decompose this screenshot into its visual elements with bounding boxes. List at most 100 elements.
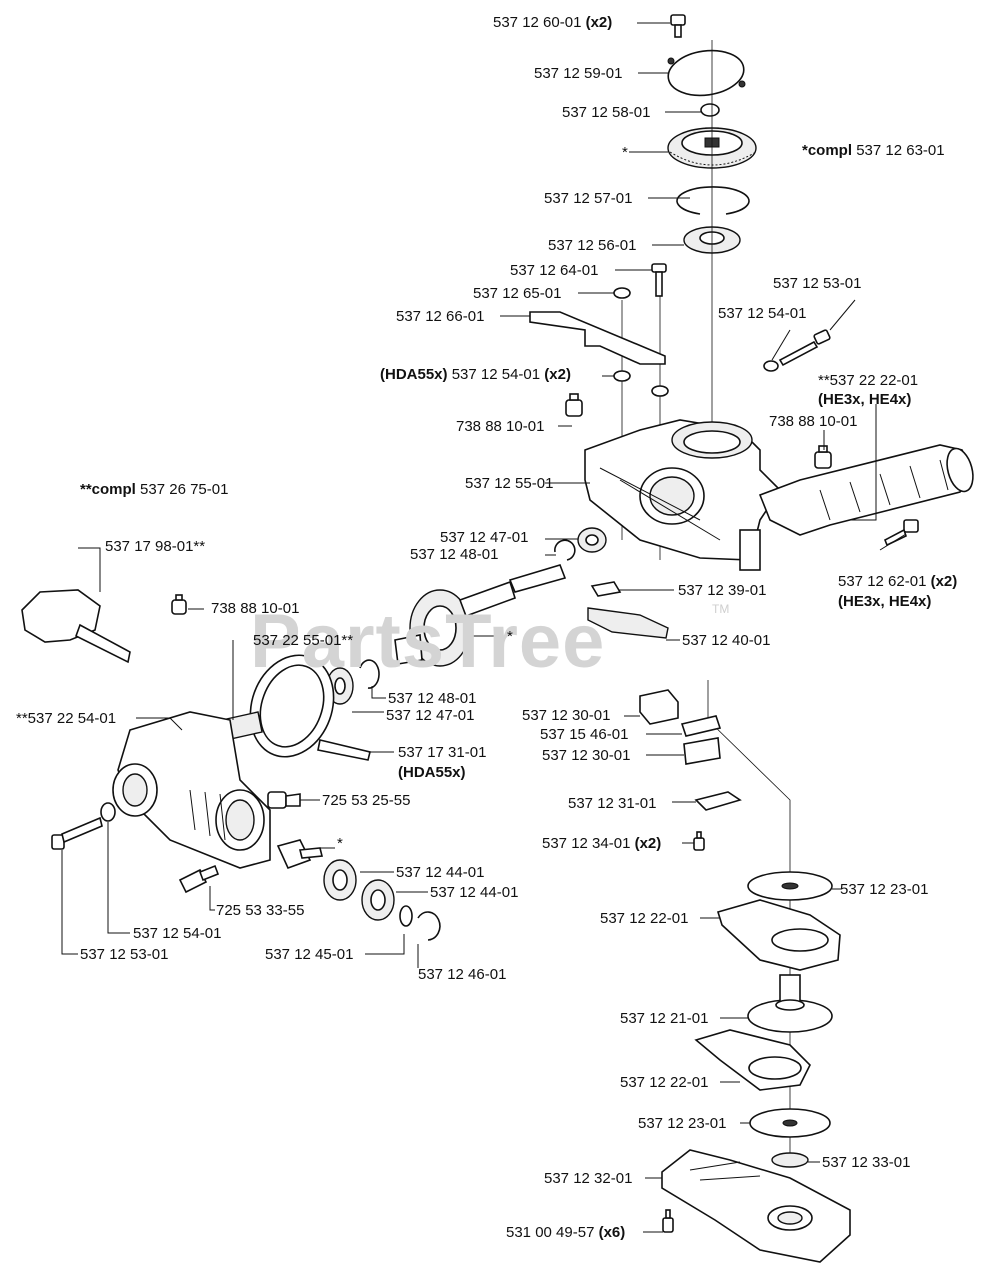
part-label-537-12-48-01-a: 537 12 48-01 bbox=[410, 546, 499, 563]
clamp-knob bbox=[21, 589, 131, 664]
washer-hda bbox=[613, 370, 631, 382]
part-label-he3x-he4x-bolt: (HE3x, HE4x) bbox=[838, 593, 932, 610]
part-label-537-17-31-01: 537 17 31-01 bbox=[398, 744, 487, 761]
part-label-537-12-48-01-b: 537 12 48-01 bbox=[388, 690, 477, 707]
grease-nipple-3 bbox=[171, 594, 187, 615]
part-label-he3x-he4x-handle: (HE3x, HE4x) bbox=[818, 391, 912, 408]
eccentric-22-bottom bbox=[694, 1029, 811, 1091]
part-label-537-12-66-01: 537 12 66-01 bbox=[396, 308, 485, 325]
part-label-537-12-22-01-b: 537 12 22-01 bbox=[620, 1074, 709, 1091]
part-label-537-12-56-01: 537 12 56-01 bbox=[548, 237, 637, 254]
pinion-shaft bbox=[276, 839, 324, 870]
handle-grip bbox=[758, 444, 974, 536]
part-label-537-12-44-01-a: 537 12 44-01 bbox=[396, 864, 485, 881]
washer-small bbox=[700, 103, 720, 117]
part-label-537-12-62-01: 537 12 62-01 (x2) bbox=[838, 573, 958, 590]
part-label-537-12-53-01-left: 537 12 53-01 bbox=[80, 946, 169, 963]
part-label-compl-537-26-75-01: **compl 537 26 75-01 bbox=[80, 481, 229, 498]
part-label-asterisk-gear: * bbox=[622, 144, 628, 161]
part-label-hda55x-537-12-54-01: (HDA55x) 537 12 54-01 (x2) bbox=[380, 366, 571, 383]
crank-21 bbox=[747, 974, 833, 1033]
part-label-537-12-65-01: 537 12 65-01 bbox=[473, 285, 562, 302]
part-label-537-12-23-01-b: 537 12 23-01 bbox=[638, 1115, 727, 1132]
part-label-725-53-25-55: 725 53 25-55 bbox=[322, 792, 411, 809]
part-label-537-12-32-01: 537 12 32-01 bbox=[544, 1170, 633, 1187]
watermark: PartsTree bbox=[250, 599, 606, 684]
part-label-537-22-54-01: **537 22 54-01 bbox=[16, 710, 117, 727]
bolt-33-55 bbox=[178, 864, 220, 894]
cover-screw bbox=[670, 14, 686, 38]
part-label-537-12-31-01: 537 12 31-01 bbox=[568, 795, 657, 812]
bolt-62 bbox=[883, 519, 919, 547]
washer-65 bbox=[613, 287, 631, 299]
part-label-537-22-55-01: 537 22 55-01** bbox=[253, 632, 354, 649]
grease-nipple-1 bbox=[565, 393, 583, 417]
spacer-46 bbox=[680, 715, 722, 737]
bolt-53-left bbox=[51, 816, 103, 850]
eccentric-22-top bbox=[716, 899, 841, 971]
bolt-25-55 bbox=[267, 791, 301, 809]
part-label-537-12-54-01: 537 12 54-01 bbox=[718, 305, 807, 322]
part-label-537-12-40-01: 537 12 40-01 bbox=[682, 632, 771, 649]
bevel-gear-shaft bbox=[394, 564, 567, 667]
part-label-537-12-45-01: 537 12 45-01 bbox=[265, 946, 354, 963]
watermark-tm: TM bbox=[712, 602, 730, 616]
part-label-537-12-58-01: 537 12 58-01 bbox=[562, 104, 651, 121]
part-label-asterisk-pinion: * bbox=[337, 835, 343, 852]
part-label-537-12-57-01: 537 12 57-01 bbox=[544, 190, 633, 207]
part-label-537-12-54-01-left: 537 12 54-01 bbox=[133, 925, 222, 942]
washer-hda-2 bbox=[651, 385, 669, 397]
circlip-48-right bbox=[554, 539, 576, 561]
part-label-537-12-22-01-a: 537 12 22-01 bbox=[600, 910, 689, 927]
part-label-537-12-47-01-b: 537 12 47-01 bbox=[386, 707, 475, 724]
part-label-537-12-30-01-b: 537 12 30-01 bbox=[542, 747, 631, 764]
part-label-537-12-47-01-a: 537 12 47-01 bbox=[440, 529, 529, 546]
plate-31 bbox=[694, 791, 742, 811]
circlip-46 bbox=[417, 911, 441, 941]
washer-54-left bbox=[100, 802, 116, 822]
part-label-537-12-64-01: 537 12 64-01 bbox=[510, 262, 599, 279]
bolt-64 bbox=[651, 263, 667, 297]
gear-housing bbox=[584, 419, 782, 571]
part-label-537-12-30-01-a: 537 12 30-01 bbox=[522, 707, 611, 724]
part-label-537-15-46-01: 537 15 46-01 bbox=[540, 726, 629, 743]
washer-45 bbox=[399, 905, 413, 927]
part-label-hda55x-guard: (HDA55x) bbox=[398, 764, 466, 781]
part-label-537-12-53-01: 537 12 53-01 bbox=[773, 275, 862, 292]
bolt-53 bbox=[778, 329, 831, 367]
screw-x6 bbox=[662, 1209, 674, 1233]
leader-lines bbox=[61, 22, 907, 1233]
part-label-537-12-34-01: 537 12 34-01 (x2) bbox=[542, 835, 662, 852]
part-label-531-00-49-57: 531 00 49-57 (x6) bbox=[506, 1224, 626, 1241]
key-39 bbox=[590, 581, 622, 597]
circlip bbox=[676, 186, 750, 215]
part-label-537-17-98-01: 537 17 98-01** bbox=[105, 538, 206, 555]
circlip-48-left bbox=[359, 659, 380, 689]
gear-cover bbox=[667, 49, 746, 97]
spacer-30-a bbox=[639, 689, 679, 725]
bearing-47-right bbox=[577, 527, 607, 553]
part-label-537-12-44-01-b: 537 12 44-01 bbox=[430, 884, 519, 901]
screw-34 bbox=[693, 831, 705, 851]
part-label-compl-537-12-63-01: *compl 537 12 63-01 bbox=[802, 142, 945, 159]
part-label-537-22-22-01: **537 22 22-01 bbox=[818, 372, 919, 389]
plate-66 bbox=[529, 311, 666, 365]
part-label-738-88-10-01-c: 738 88 10-01 bbox=[211, 600, 300, 617]
part-label-738-88-10-01-a: 738 88 10-01 bbox=[456, 418, 545, 435]
bearing-44-b bbox=[361, 879, 395, 921]
grease-nipple-2 bbox=[814, 445, 832, 469]
bearing-33 bbox=[771, 1152, 809, 1168]
part-label-537-12-55-01: 537 12 55-01 bbox=[465, 475, 554, 492]
spacer-30-b bbox=[683, 737, 721, 765]
part-label-537-12-21-01: 537 12 21-01 bbox=[620, 1010, 709, 1027]
part-label-537-12-46-01: 537 12 46-01 bbox=[418, 966, 507, 983]
part-label-537-12-39-01: 537 12 39-01 bbox=[678, 582, 767, 599]
guard-ring-31 bbox=[249, 654, 371, 761]
angle-housing-54 bbox=[112, 711, 271, 869]
gear-case-32 bbox=[661, 1149, 851, 1263]
part-label-725-53-33-55: 725 53 33-55 bbox=[216, 902, 305, 919]
washer-54 bbox=[763, 360, 779, 372]
part-label-asterisk-shaft: * bbox=[507, 628, 513, 645]
